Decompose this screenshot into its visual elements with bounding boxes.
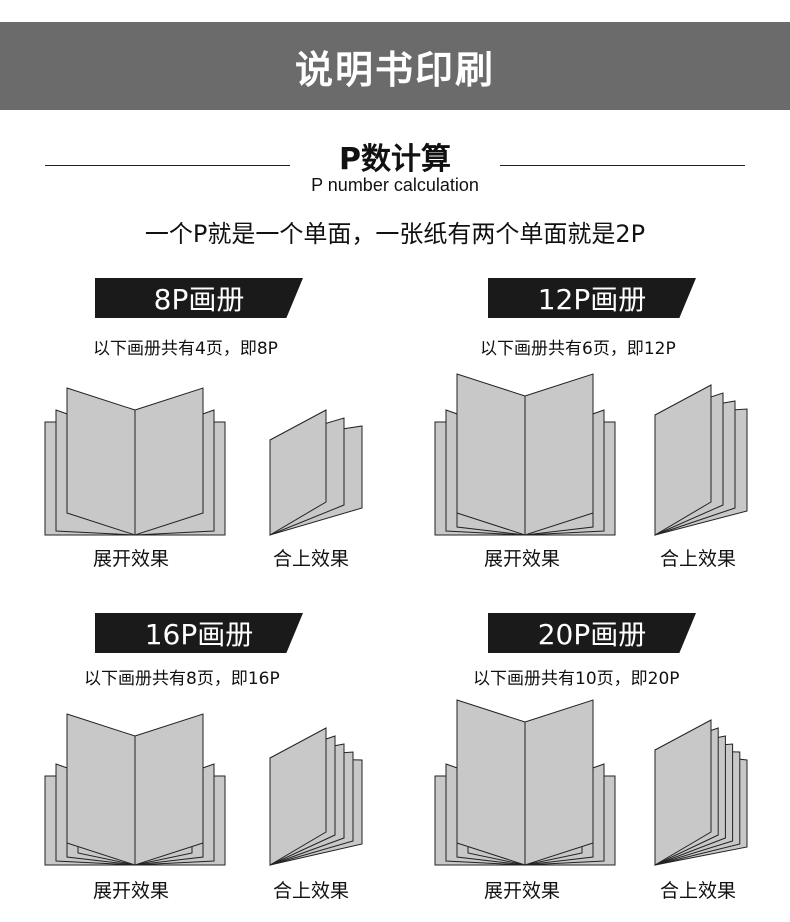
front-page-left: [456, 699, 526, 866]
intro-text: 一个P就是一个单面，一张纸有两个单面就是2P: [144, 220, 646, 248]
album-tag-20p: 20P画册: [488, 613, 696, 653]
album-tag-16p: 16P画册: [95, 613, 303, 653]
header-banner: 说明书印刷: [0, 22, 790, 110]
open-caption-12p: 展开效果: [484, 548, 561, 570]
title-rule-left: [45, 165, 290, 166]
open-book-12p: [434, 373, 616, 536]
closed-caption-12p: 合上效果: [660, 548, 737, 570]
open-book-16p: [44, 713, 226, 866]
closed-book-20p: [654, 719, 748, 866]
front-cover: [269, 727, 327, 866]
section-title: P数计算: [339, 142, 451, 177]
open-book-8p: [44, 387, 226, 536]
album-tag-8p: 8P画册: [95, 278, 303, 318]
album-tag-12p: 12P画册: [488, 278, 696, 318]
closed-book-12p: [654, 384, 748, 536]
front-cover: [269, 409, 327, 536]
album-note-16p: 以下画册共有8页，即16P: [84, 669, 280, 689]
album-note-20p: 以下画册共有10页，即20P: [473, 669, 680, 689]
front-page-right: [524, 699, 594, 866]
open-book-20p: [434, 699, 616, 866]
banner-title: 说明书印刷: [294, 47, 495, 92]
album-note-8p: 以下画册共有4页，即8P: [93, 339, 278, 359]
section-subtitle: P number calculation: [311, 175, 479, 195]
open-caption-8p: 展开效果: [93, 548, 170, 570]
open-caption-16p: 展开效果: [93, 880, 170, 902]
closed-book-8p: [269, 409, 363, 536]
front-page-right: [524, 373, 594, 536]
closed-caption-20p: 合上效果: [660, 880, 737, 902]
closed-caption-16p: 合上效果: [273, 880, 350, 902]
album-note-12p: 以下画册共有6页，即12P: [480, 339, 676, 359]
closed-book-16p: [269, 727, 363, 866]
front-cover: [654, 384, 712, 536]
front-page-left: [66, 713, 136, 866]
front-page-right: [134, 713, 204, 866]
title-rule-right: [500, 165, 745, 166]
open-caption-20p: 展开效果: [484, 880, 561, 902]
front-page-left: [66, 387, 136, 536]
front-page-left: [456, 373, 526, 536]
front-page-right: [134, 387, 204, 536]
front-cover: [654, 719, 712, 866]
closed-caption-8p: 合上效果: [273, 548, 350, 570]
